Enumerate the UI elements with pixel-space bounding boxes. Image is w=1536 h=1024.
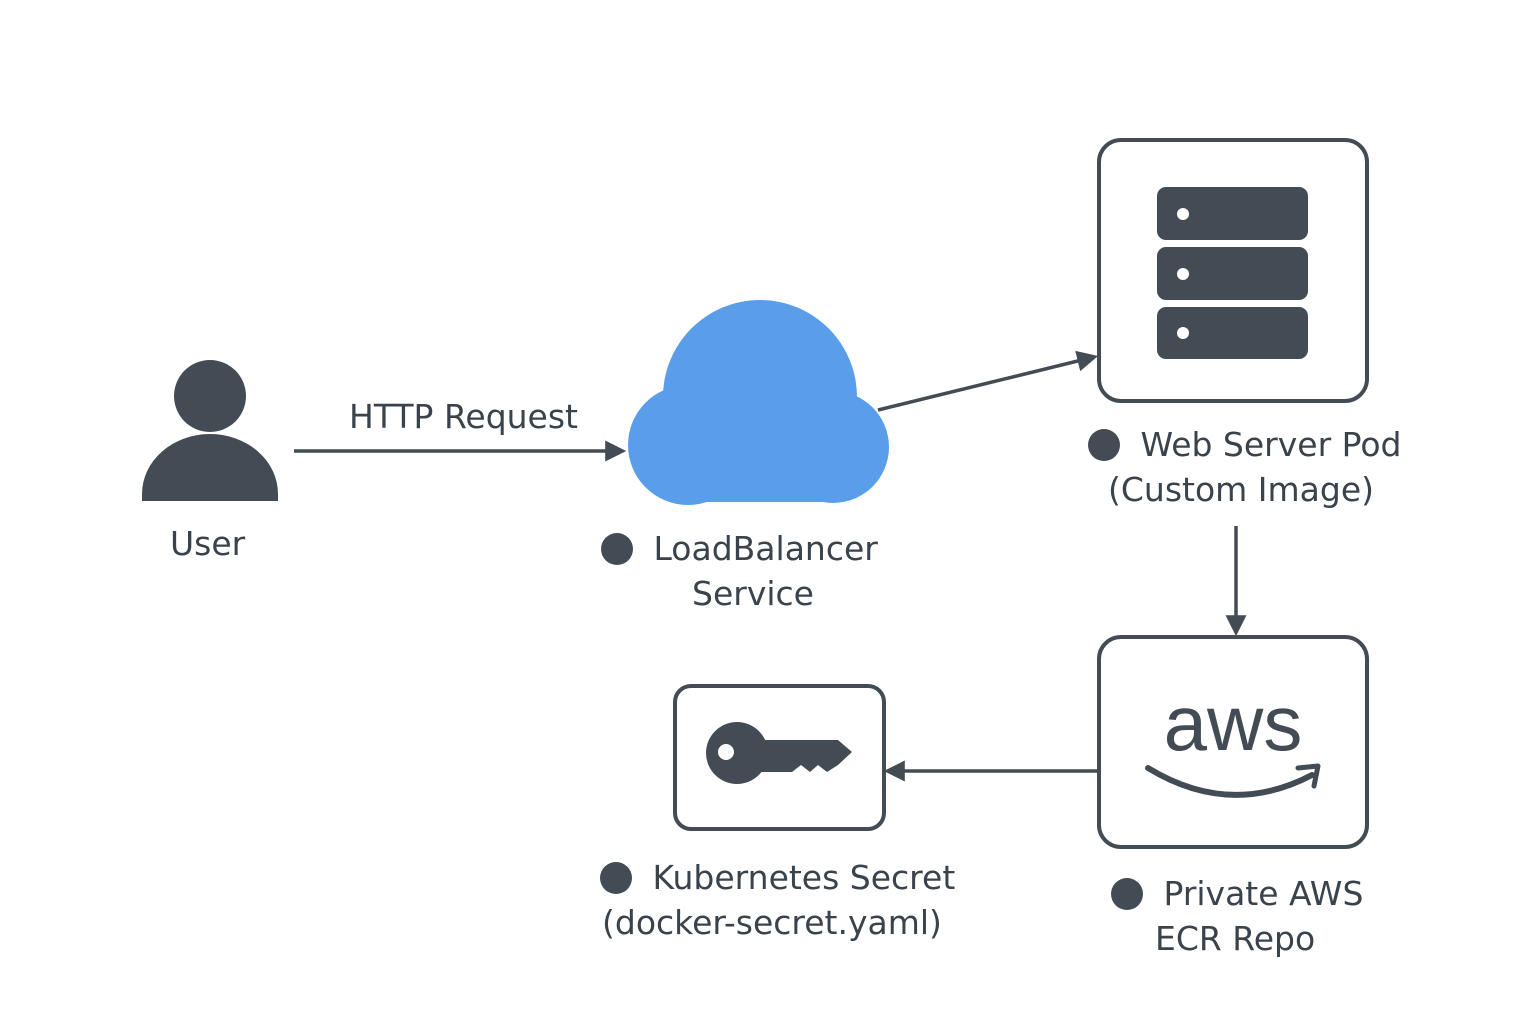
svg-text:aws: aws	[1164, 679, 1303, 767]
server-icon	[1157, 187, 1308, 359]
web-server-pod-label-line1: Web Server Pod	[1140, 425, 1402, 464]
status-dot	[600, 862, 632, 894]
key-icon	[706, 722, 852, 784]
k8s-secret-label-line1: Kubernetes Secret	[652, 858, 956, 897]
user-icon	[142, 360, 278, 501]
lb-to-pod-arrow	[877, 350, 1099, 412]
load-balancer-label-line2: Service	[692, 574, 814, 613]
ecr-repo-label-line1: Private AWS	[1163, 874, 1364, 913]
http-request-label: HTTP Request	[349, 397, 578, 436]
user-label: User	[170, 524, 246, 563]
ecr-repo-label-line2: ECR Repo	[1155, 919, 1316, 958]
k8s-secret-label-line2: (docker-secret.yaml)	[602, 903, 942, 942]
ecr-repo-box	[1097, 635, 1369, 849]
aws-logo: aws	[1145, 679, 1321, 798]
cloud-icon	[628, 300, 889, 505]
load-balancer-label-line1: LoadBalancer	[653, 529, 878, 568]
web-server-pod-label-line2: (Custom Image)	[1108, 470, 1375, 509]
status-dot	[1111, 878, 1143, 910]
status-dot	[1088, 429, 1120, 461]
status-dot	[601, 533, 633, 565]
